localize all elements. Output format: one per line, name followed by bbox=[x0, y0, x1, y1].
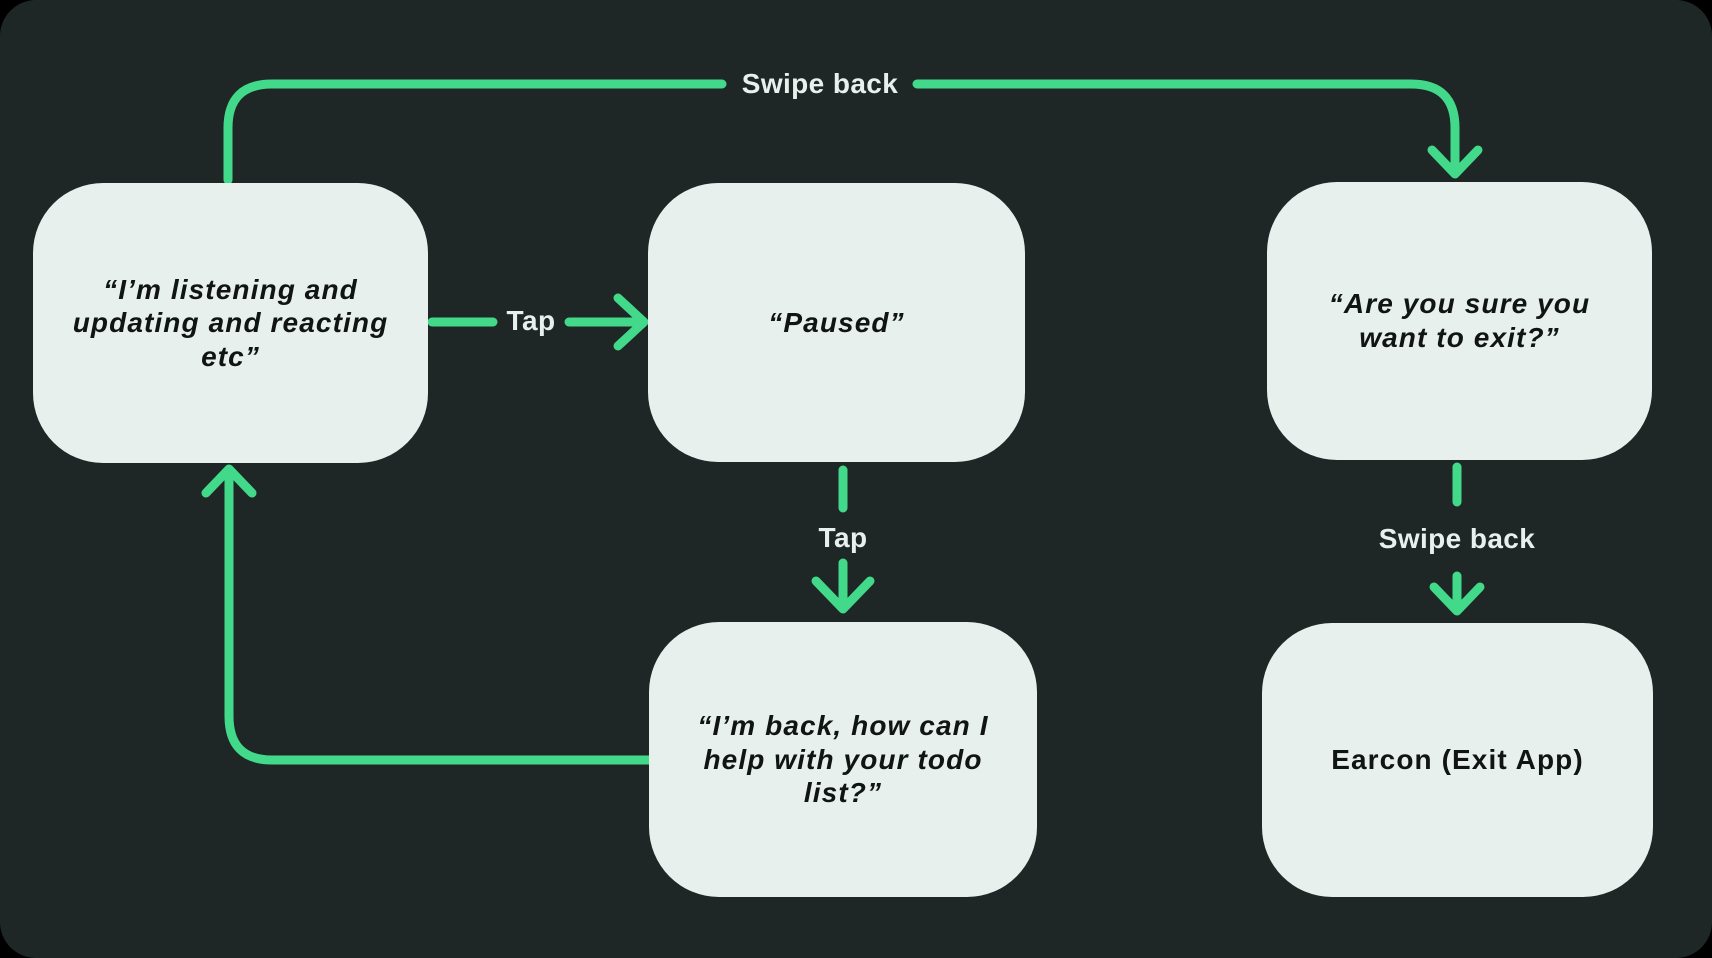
node-paused: “Paused” bbox=[648, 183, 1025, 462]
node-exit-confirm: “Are you sure you want to exit?” bbox=[1267, 182, 1652, 460]
node-earcon-exit-app: Earcon (Exit App) bbox=[1262, 623, 1653, 897]
edge-label-swipe-back-top: Swipe back bbox=[741, 68, 899, 99]
node-back-greeting: “I’m back, how can I help with your todo… bbox=[649, 622, 1037, 897]
node-listening: “I’m listening and updating and reacting… bbox=[33, 183, 428, 463]
edge-label-tap-to-paused: Tap bbox=[506, 305, 556, 336]
edge-label-tap-to-back: Tap bbox=[818, 522, 868, 553]
edge-label-swipe-back-to-earcon: Swipe back bbox=[1378, 523, 1536, 554]
